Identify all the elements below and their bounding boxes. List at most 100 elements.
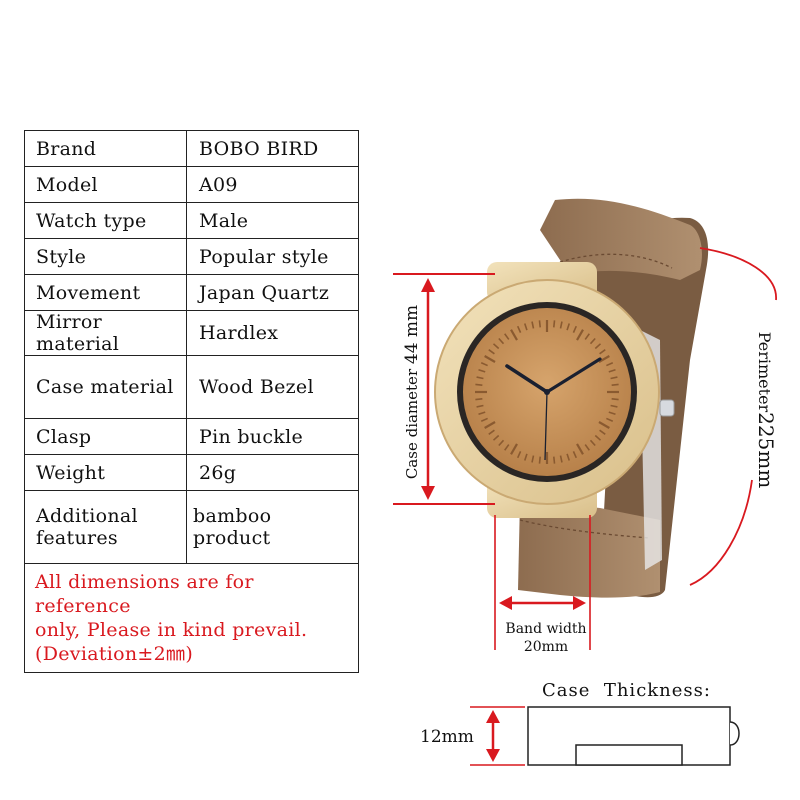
dial-tick	[510, 443, 518, 455]
dial-tick	[572, 325, 578, 333]
dial-tick	[566, 453, 571, 461]
band-width-dimension	[494, 515, 591, 650]
spec-label-style: Style	[24, 238, 187, 275]
table-row: Brand BOBO BIRD	[24, 130, 359, 167]
dial-tick	[559, 455, 563, 463]
dial-tick	[599, 429, 606, 435]
case-thickness-title: Case Thickness:	[542, 680, 711, 701]
case-thickness-diagram	[470, 706, 740, 766]
dial-tick	[478, 411, 486, 416]
dial-tick	[504, 444, 510, 451]
perimeter-dimension	[689, 247, 777, 586]
dial-tick	[516, 325, 522, 333]
perimeter-label: Perimeter225mm	[754, 332, 778, 489]
dial-tick	[611, 383, 619, 387]
dial-tick	[566, 323, 571, 331]
dial-tick	[608, 368, 616, 373]
dial-tick	[584, 333, 590, 340]
dial-tick	[504, 333, 510, 340]
dial-tick	[480, 361, 488, 367]
dial-tick	[488, 349, 495, 355]
spec-value-case-material: Wood Bezel	[186, 355, 359, 419]
dial-tick	[598, 421, 610, 429]
table-row: Clasp Pin buckle	[24, 418, 359, 455]
dial-tick	[606, 361, 614, 367]
table-row: Watch type Male	[24, 202, 359, 239]
dial-tick	[608, 411, 616, 416]
dial-tick	[484, 355, 496, 363]
spec-table: Brand BOBO BIRD Model A09 Watch type Mal…	[24, 130, 359, 673]
table-row: Additional features bamboo product	[24, 490, 359, 564]
dial-tick	[538, 456, 542, 464]
disclaimer-line-2: only, Please in kind prevail.	[35, 619, 308, 641]
spec-label-clasp: Clasp	[24, 418, 187, 455]
dial-tick	[523, 323, 528, 331]
perimeter-value: 225mm	[754, 412, 778, 489]
dial-tick	[584, 444, 590, 451]
spec-label-mirror-material: Mirror material	[24, 310, 187, 356]
dial-tick	[610, 376, 618, 380]
dial-tick	[572, 451, 578, 459]
dial-tick	[475, 397, 483, 401]
dial-tick	[480, 417, 488, 423]
dial-tick	[478, 368, 486, 373]
spec-value-style: Popular style	[186, 238, 359, 275]
spec-label-weight: Weight	[24, 454, 187, 491]
spec-value-brand: BOBO BIRD	[186, 130, 359, 167]
dial-tick	[484, 421, 496, 429]
dial-tick	[598, 355, 610, 363]
dial-tick	[531, 455, 535, 463]
dial-tick	[492, 343, 500, 350]
dial-tick	[552, 320, 556, 328]
dial-tick	[611, 397, 619, 401]
watch-hands	[505, 357, 602, 461]
table-row: All dimensions are for reference only, P…	[24, 563, 359, 673]
spec-label-additional-features: Additional features	[24, 490, 187, 564]
dial-tick	[492, 434, 500, 441]
dial-tick	[531, 321, 535, 329]
table-row: Movement Japan Quartz	[24, 274, 359, 311]
case-diameter-value: 44 mm	[402, 304, 422, 365]
dial-tick	[589, 337, 596, 345]
dial-tick	[576, 443, 584, 455]
dial-tick	[599, 349, 606, 355]
band-width-value: 20mm	[523, 639, 569, 655]
case-diameter-label: Case diameter 44 mm	[402, 305, 422, 479]
dial-tick	[476, 376, 484, 380]
dial-tick	[594, 343, 602, 350]
band-width-label: Band width 20mm	[500, 620, 592, 656]
disclaimer-note: All dimensions are for reference only, P…	[24, 563, 359, 673]
table-row: Style Popular style	[24, 238, 359, 275]
spec-value-watch-type: Male	[186, 202, 359, 239]
dial-tick	[488, 429, 495, 435]
dial-tick	[576, 329, 584, 341]
disclaimer-line-1: All dimensions are for reference	[35, 571, 254, 617]
dial-tick	[516, 451, 522, 459]
crown-icon	[659, 399, 675, 417]
dial-tick	[610, 404, 618, 408]
spec-value-clasp: Pin buckle	[186, 418, 359, 455]
dial-tick	[498, 439, 505, 447]
dial-indices	[475, 320, 619, 464]
dial-tick	[476, 404, 484, 408]
dial-tick	[589, 439, 596, 447]
dial-tick	[594, 434, 602, 441]
band-width-text: Band width	[505, 621, 587, 637]
dial-tick	[538, 320, 542, 328]
table-row: Model A09	[24, 166, 359, 203]
spec-value-additional-features: bamboo product	[186, 490, 359, 564]
dial-tick	[523, 453, 528, 461]
spec-value-mirror-material: Hardlex	[186, 310, 359, 356]
dial-tick	[510, 329, 518, 341]
perimeter-text: Perimeter	[755, 331, 774, 413]
dial-tick	[606, 417, 614, 423]
table-row: Mirror material Hardlex	[24, 310, 359, 356]
spec-label-movement: Movement	[24, 274, 187, 311]
disclaimer-line-3: (Deviation±2㎜)	[35, 643, 194, 665]
spec-value-model: A09	[186, 166, 359, 203]
dial-tick	[498, 337, 505, 345]
dial-tick	[559, 321, 563, 329]
dial-tick	[552, 456, 556, 464]
spec-label-brand: Brand	[24, 130, 187, 167]
